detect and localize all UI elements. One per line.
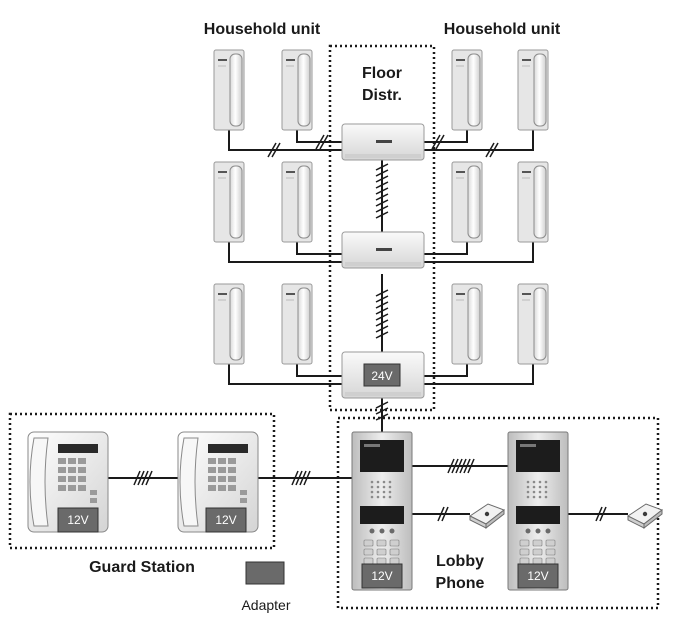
lobby-panel: 12V <box>351 431 413 591</box>
household-unit-label-right: Household unit <box>444 21 561 38</box>
household-unit <box>281 161 313 243</box>
lobby-phone-label-line2: Phone <box>436 575 485 592</box>
household-unit <box>517 49 549 131</box>
guard-phone: 12V <box>27 431 109 533</box>
household-unit <box>281 283 313 365</box>
adapter-legend-label: Adapter <box>241 597 290 613</box>
household-unit <box>281 49 313 131</box>
household-unit <box>517 161 549 243</box>
floor-distributor <box>341 123 425 161</box>
guard-station-group-box <box>8 412 276 550</box>
distributor-voltage-box <box>363 363 401 387</box>
card-reader <box>469 503 505 529</box>
floor-distributor <box>341 231 425 269</box>
adapter-legend-swatch <box>245 561 285 585</box>
household-unit <box>517 283 549 365</box>
household-unit-label-left: Household unit <box>204 21 321 38</box>
distributor-voltage-label: 24V <box>371 369 392 383</box>
lobby-panel-voltage-label: 12V <box>371 569 392 583</box>
wire-count-marks <box>133 134 607 522</box>
floor-distributor-label-line2: Distr. <box>362 87 402 104</box>
household-unit <box>451 49 483 131</box>
lobby-phone-label-line1: Lobby <box>436 553 484 570</box>
household-unit <box>213 49 245 131</box>
lobby-panel: 12V <box>507 431 569 591</box>
household-unit <box>213 161 245 243</box>
guard-phone-voltage-label: 12V <box>67 513 88 527</box>
household-unit <box>451 161 483 243</box>
household-unit <box>213 283 245 365</box>
guard-phone: 12V <box>177 431 259 533</box>
guard-station-label: Guard Station <box>89 559 195 576</box>
floor-distributor-label-line1: Floor <box>362 65 402 82</box>
lobby-panel-voltage-label: 12V <box>527 569 548 583</box>
household-unit <box>451 283 483 365</box>
guard-phone-voltage-label: 12V <box>215 513 236 527</box>
main-distributor: 24V <box>341 351 425 399</box>
